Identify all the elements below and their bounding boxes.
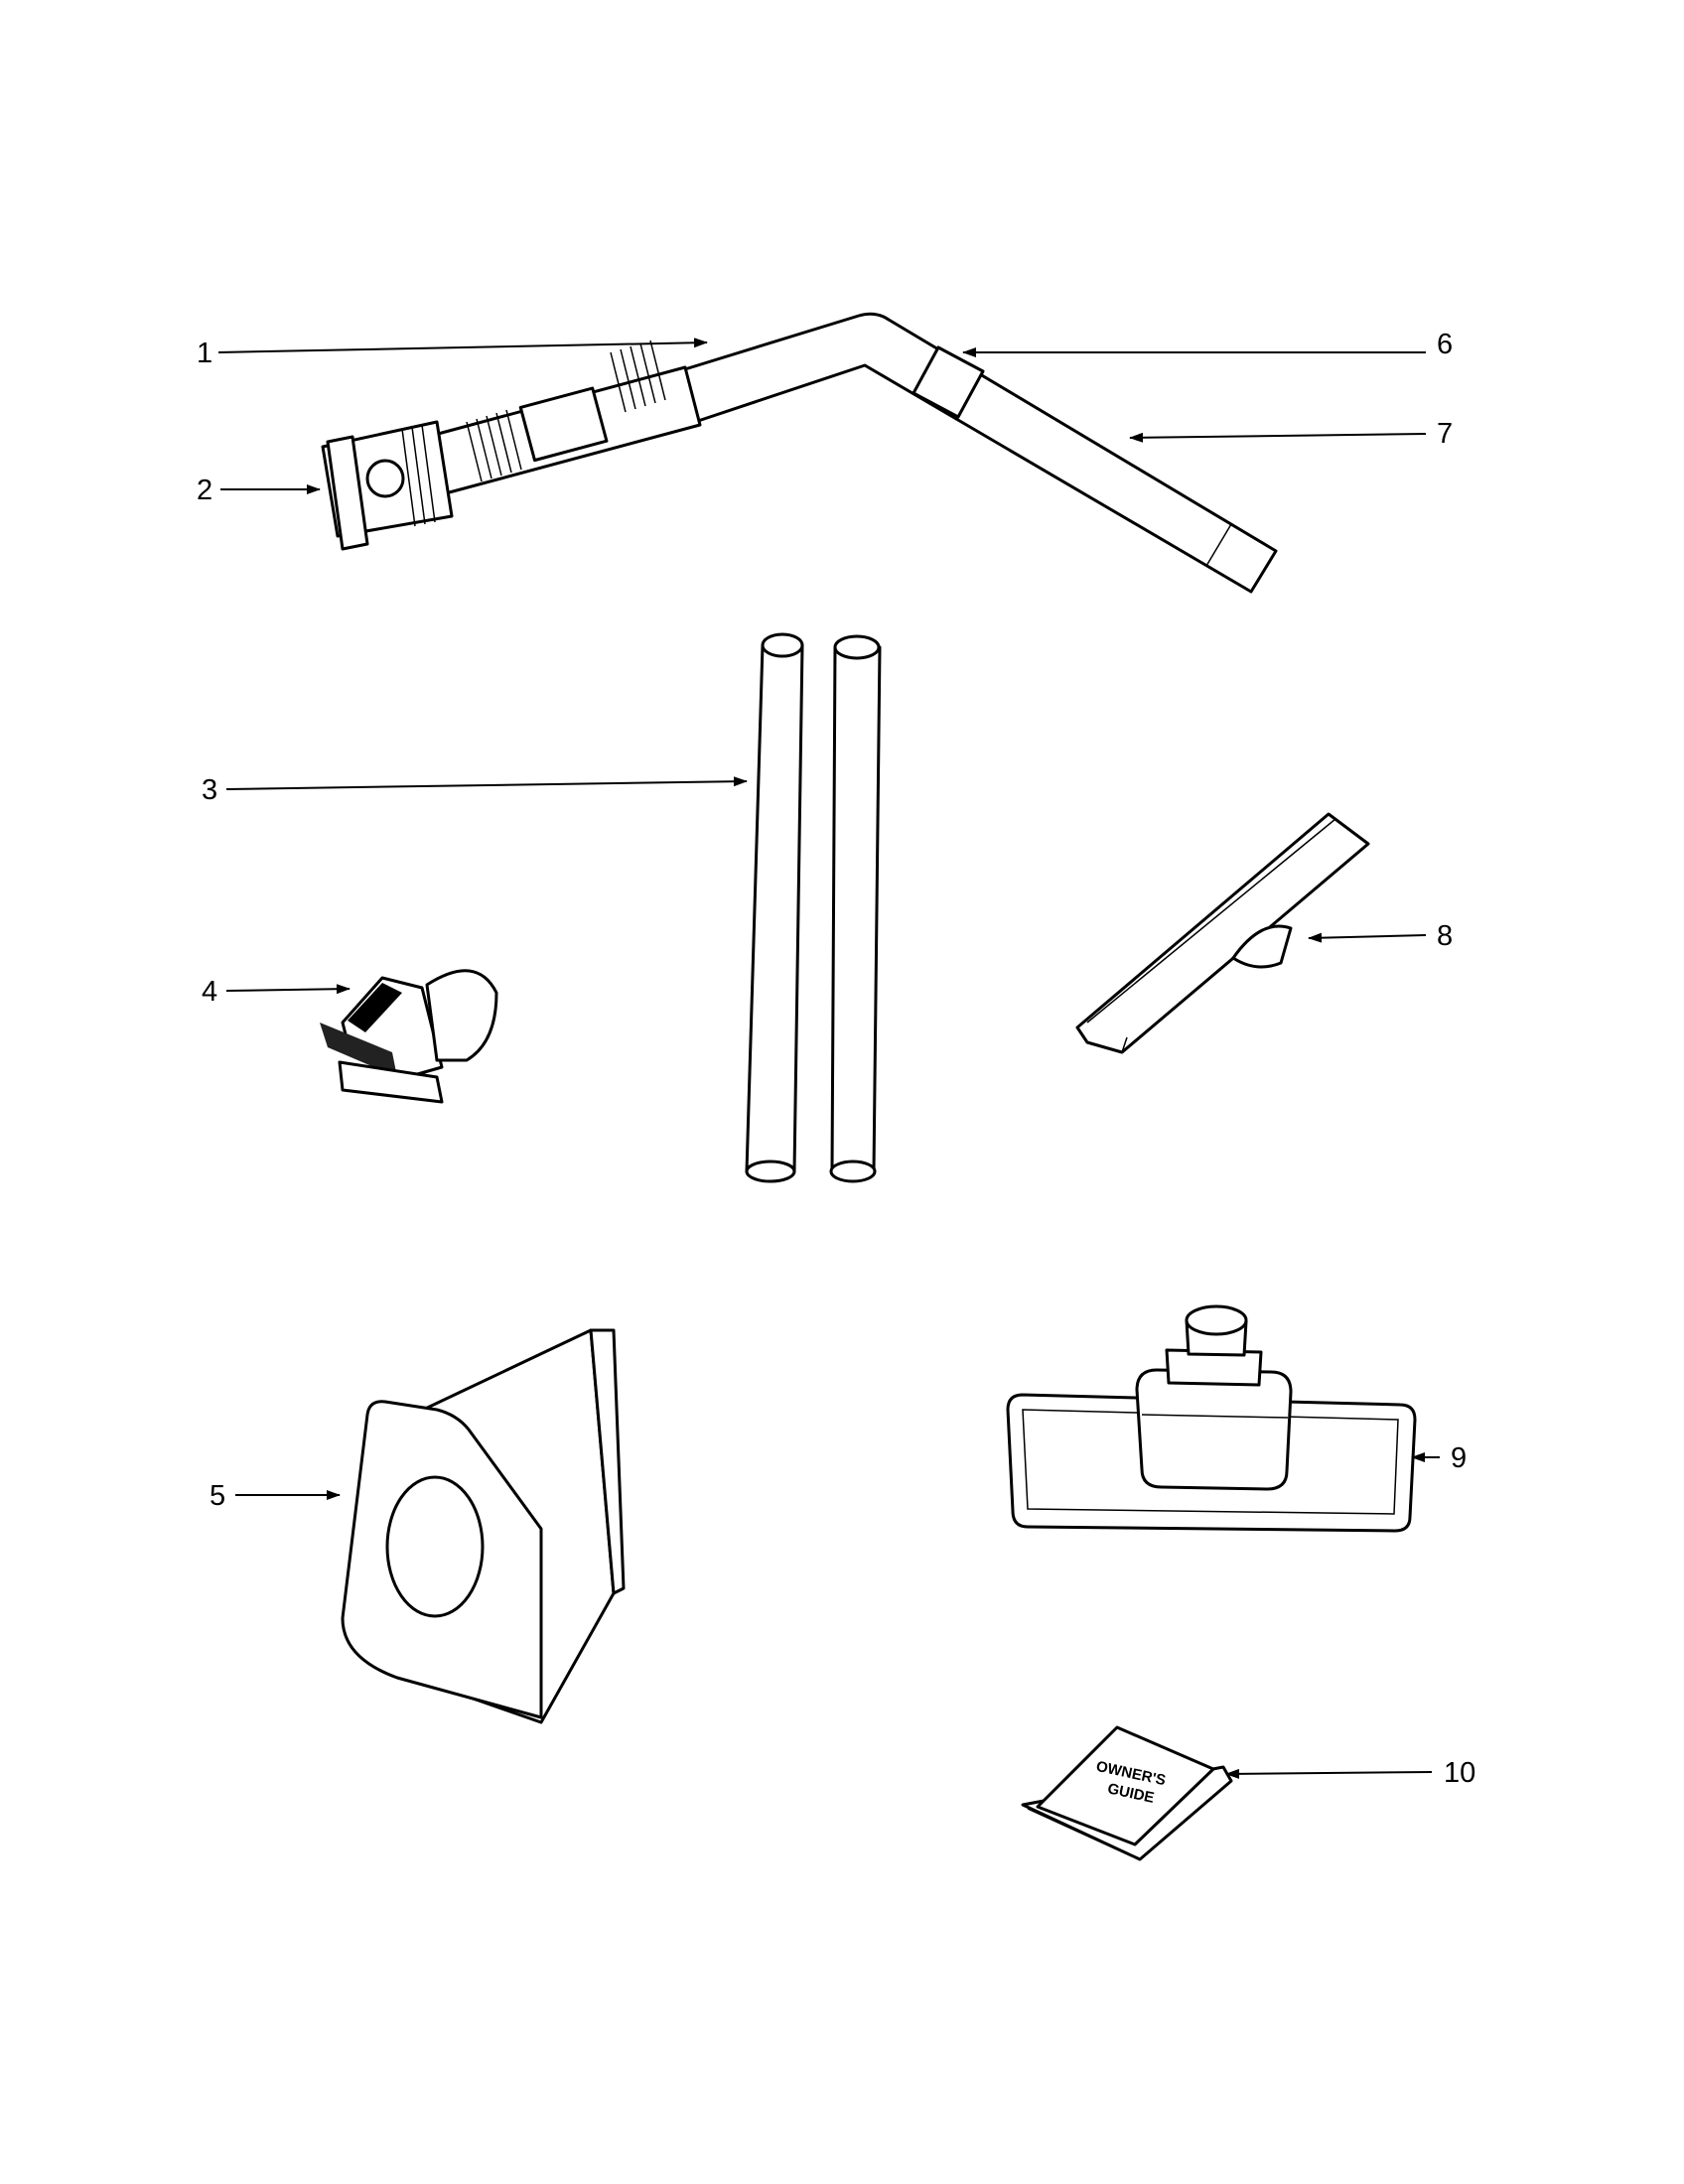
dusting-brush bbox=[320, 969, 498, 1104]
callout-8: 8 bbox=[1437, 920, 1453, 952]
callout-6: 6 bbox=[1437, 329, 1453, 360]
crevice-tool bbox=[1075, 812, 1370, 1054]
floor-nozzle bbox=[1006, 1304, 1417, 1533]
callout-10: 10 bbox=[1444, 1757, 1475, 1789]
hose-assembly bbox=[321, 312, 1278, 594]
callout-3: 3 bbox=[202, 774, 217, 806]
callout-7: 7 bbox=[1437, 418, 1453, 450]
callout-9: 9 bbox=[1451, 1442, 1467, 1474]
dust-bag bbox=[341, 1328, 626, 1724]
callout-1: 1 bbox=[197, 338, 212, 369]
owners-guide-book: OWNER'S GUIDE bbox=[1021, 1725, 1233, 1861]
callout-2: 2 bbox=[197, 475, 212, 506]
leader-lines bbox=[217, 338, 1440, 1779]
callout-labels: 1 2 3 4 5 6 7 8 9 10 bbox=[197, 329, 1475, 1789]
callout-5: 5 bbox=[210, 1480, 225, 1512]
wand-collar bbox=[912, 345, 985, 419]
callout-4: 4 bbox=[202, 976, 217, 1008]
extension-wands bbox=[745, 632, 882, 1183]
